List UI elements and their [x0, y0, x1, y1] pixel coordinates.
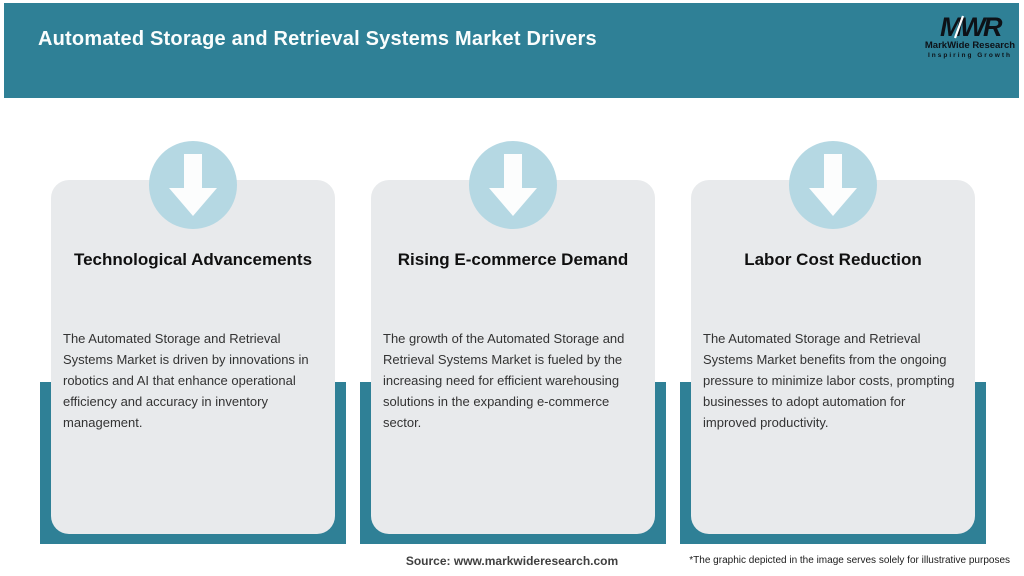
card-panel: Technological Advancements The Automated…: [51, 180, 335, 534]
driver-card-rising-ecommerce-demand: Rising E-commerce Demand The growth of t…: [360, 0, 666, 576]
down-arrow-icon: [789, 141, 877, 229]
card-body: The Automated Storage and Retrieval Syst…: [703, 331, 955, 430]
brand-name: MarkWide Research: [924, 40, 1016, 51]
card-title: Technological Advancements: [73, 250, 313, 269]
card-panel: Labor Cost Reduction The Automated Stora…: [691, 180, 975, 534]
card-body: The Automated Storage and Retrieval Syst…: [63, 331, 309, 430]
driver-card-labor-cost-reduction: Labor Cost Reduction The Automated Stora…: [680, 0, 986, 576]
disclaimer-text: *The graphic depicted in the image serve…: [689, 555, 1010, 566]
brand-tagline: Inspiring Growth: [928, 52, 1012, 59]
down-arrow-icon: [149, 141, 237, 229]
driver-card-technological-advancements: Technological Advancements The Automated…: [40, 0, 346, 576]
mwr-monogram-icon: MWR: [924, 12, 1016, 42]
header-bar: Automated Storage and Retrieval Systems …: [4, 3, 1019, 98]
mwr-monogram-text: MWR: [940, 12, 1003, 42]
brand-logo: MWR MarkWide Research Inspiring Growth: [924, 12, 1016, 59]
card-panel: Rising E-commerce Demand The growth of t…: [371, 180, 655, 534]
card-body: The growth of the Automated Storage and …: [383, 331, 625, 430]
card-title: Labor Cost Reduction: [744, 250, 922, 269]
page-title: Automated Storage and Retrieval Systems …: [38, 28, 597, 50]
source-text: Source: www.markwideresearch.com: [405, 554, 619, 568]
card-title: Rising E-commerce Demand: [397, 250, 629, 269]
monogram-slash: [953, 15, 965, 39]
down-arrow-icon: [469, 141, 557, 229]
